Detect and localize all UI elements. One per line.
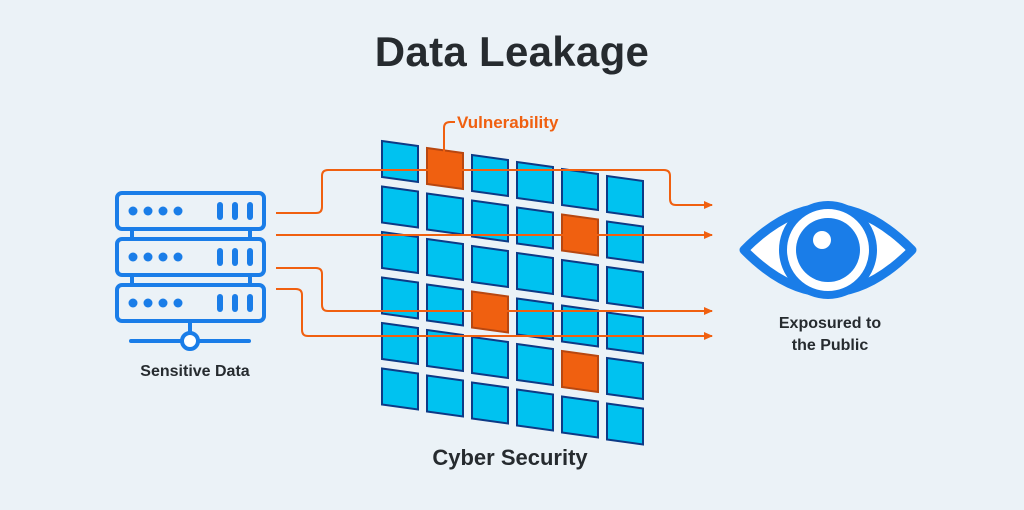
server-rack-icon — [115, 191, 266, 351]
security-tile — [606, 220, 644, 264]
vulnerable-tile — [426, 146, 464, 191]
server-slot — [247, 248, 253, 266]
server-slot — [217, 248, 223, 266]
security-tile — [471, 199, 509, 243]
server-led — [173, 252, 183, 262]
flow-line-4 — [276, 288, 713, 340]
exposed-label-line1: Exposured to — [778, 315, 882, 332]
flow-line-3 — [276, 267, 713, 315]
eye-icon — [739, 201, 917, 299]
leak-flows — [276, 121, 713, 340]
cyber-security-label: Cyber Security — [432, 445, 588, 470]
server-slot — [217, 202, 223, 220]
security-grid — [381, 139, 644, 446]
security-tile — [471, 335, 509, 380]
vulnerability-pointer — [443, 121, 455, 157]
security-tile — [426, 328, 464, 373]
security-tile — [471, 244, 509, 289]
server-led — [158, 252, 168, 262]
server-led — [173, 206, 183, 216]
server-slot — [232, 248, 238, 266]
security-tile — [516, 297, 554, 341]
security-tile — [516, 342, 554, 387]
server-led — [158, 206, 168, 216]
server-slot — [247, 294, 253, 312]
vulnerable-tile — [561, 349, 599, 394]
security-tile — [561, 167, 599, 212]
server-slot — [232, 294, 238, 312]
security-tile — [471, 381, 509, 425]
server-led — [158, 298, 168, 308]
security-tile — [426, 237, 464, 282]
server-slot — [247, 202, 253, 220]
security-tile — [606, 402, 644, 446]
flow-line-1 — [276, 169, 713, 214]
security-tile — [606, 174, 644, 219]
security-tile — [381, 321, 419, 366]
security-tile — [606, 265, 644, 310]
security-tile — [381, 276, 419, 320]
security-tile — [516, 388, 554, 432]
security-tile — [381, 367, 419, 411]
security-tile — [471, 153, 509, 198]
security-tile — [606, 356, 644, 401]
server-led — [143, 206, 153, 216]
security-tile — [381, 139, 419, 184]
page-title: Data Leakage — [374, 28, 650, 75]
server-led — [143, 252, 153, 262]
security-tile — [426, 192, 464, 236]
exposed-label: Exposured to the Public — [750, 313, 910, 357]
server-led — [128, 252, 138, 262]
exposed-label-line2: the Public — [791, 337, 869, 354]
security-tile — [426, 374, 464, 418]
security-tile — [381, 185, 419, 229]
security-tile — [516, 251, 554, 296]
server-led — [128, 298, 138, 308]
server-led — [143, 298, 153, 308]
server-led — [173, 298, 183, 308]
security-tile — [561, 258, 599, 303]
server-indicators — [128, 202, 253, 312]
vulnerability-label: Vulnerability — [457, 113, 559, 132]
security-tile — [381, 230, 419, 275]
server-slot — [217, 294, 223, 312]
sensitive-data-label: Sensitive Data — [140, 363, 250, 380]
security-tile — [426, 283, 464, 327]
security-tile — [516, 160, 554, 205]
security-tile — [516, 206, 554, 250]
server-slot — [232, 202, 238, 220]
security-tile — [561, 395, 599, 439]
security-tile — [606, 311, 644, 355]
server-led — [128, 206, 138, 216]
